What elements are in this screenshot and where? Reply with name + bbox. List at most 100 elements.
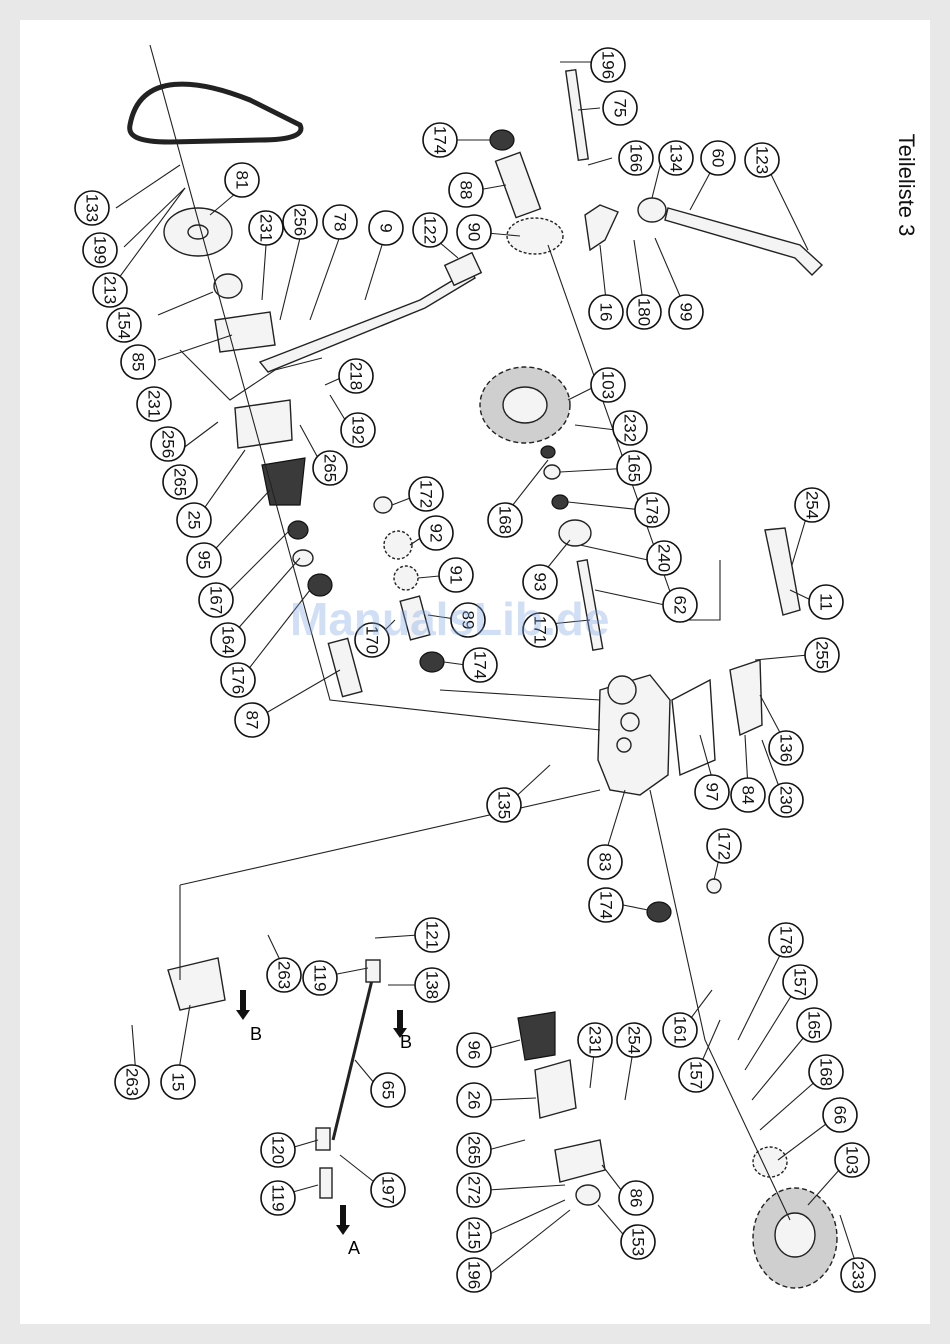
bearing [307, 573, 333, 597]
callout-circle [662, 587, 698, 623]
callout-254: 254 [794, 487, 830, 523]
callout-number: 157 [791, 968, 810, 996]
callout-number: 232 [621, 414, 640, 442]
callout-number: 81 [233, 171, 252, 190]
callout-circle [448, 172, 484, 208]
callout-circle [768, 782, 804, 818]
callout-circle [370, 1072, 406, 1108]
callout-number: 86 [627, 1189, 646, 1208]
callout-circle [260, 1132, 296, 1168]
callout-number: 174 [597, 891, 616, 919]
callout-240: 240 [646, 540, 682, 576]
callout-9: 9 [368, 210, 404, 246]
callout-number: 103 [843, 1146, 862, 1174]
callout-circle [808, 1054, 844, 1090]
callout-number: 231 [257, 214, 276, 242]
callout-number: 88 [457, 181, 476, 200]
callout-number: 167 [207, 586, 226, 614]
callout-number: 62 [671, 596, 690, 615]
pinion-gear [383, 530, 413, 560]
callout-number: 153 [629, 1228, 648, 1256]
callout-number: 83 [596, 853, 615, 872]
callout-16: 16 [588, 294, 624, 330]
callout-number: 92 [427, 524, 446, 543]
callout-123: 123 [744, 142, 780, 178]
bracket-plate [764, 527, 801, 616]
bushing [213, 273, 243, 299]
shift-fork [584, 204, 619, 252]
callout-circle [120, 344, 156, 380]
callout-circle [487, 502, 523, 538]
callout-circle [620, 1224, 656, 1260]
callout-circle [462, 647, 498, 683]
callout-121: 121 [414, 917, 450, 953]
callout-number: 99 [677, 303, 696, 322]
callout-number: 265 [321, 454, 340, 482]
callout-215: 215 [456, 1217, 492, 1253]
callout-number: 254 [803, 491, 822, 519]
callout-number: 192 [349, 416, 368, 444]
callout-91: 91 [438, 557, 474, 593]
callout-circle [450, 602, 486, 638]
callout-number: 233 [849, 1261, 868, 1289]
callout-number: 168 [496, 506, 515, 534]
callout-65: 65 [370, 1072, 406, 1108]
callout-circle [706, 828, 742, 864]
v-belt [127, 81, 304, 145]
callout-number: 60 [709, 149, 728, 168]
callout-circle [322, 204, 358, 240]
gasket [671, 678, 716, 777]
callout-circle [794, 487, 830, 523]
upper-bracket [214, 311, 276, 353]
callout-circle [804, 637, 840, 673]
callout-circle [456, 214, 492, 250]
callout-256: 256 [150, 426, 186, 462]
sheet-title: Teileliste 3 [894, 133, 919, 237]
callout-number: 165 [805, 1011, 824, 1039]
callout-circle [616, 450, 652, 486]
input-shaft [327, 637, 363, 698]
bearing-small [373, 496, 393, 514]
shift-lever [258, 269, 476, 373]
callout-92: 92 [418, 515, 454, 551]
callout-circle [438, 557, 474, 593]
callout-135: 135 [486, 787, 522, 823]
callout-circle [588, 887, 624, 923]
rod [564, 68, 590, 162]
callout-number: 176 [229, 666, 248, 694]
callout-75: 75 [602, 90, 638, 126]
arrow-marker-b2: B [393, 1010, 412, 1052]
callout-circle [412, 212, 448, 248]
callout-circle [634, 492, 670, 528]
callout-122: 122 [412, 212, 448, 248]
callout-number: 196 [599, 51, 618, 79]
callout-circle [626, 294, 662, 330]
callout-255: 255 [804, 637, 840, 673]
callout-231: 231 [136, 386, 172, 422]
callout-circle [602, 90, 638, 126]
callout-number: 240 [655, 544, 674, 572]
dust-cover [517, 1011, 556, 1061]
callout-90: 90 [456, 214, 492, 250]
callout-157: 157 [678, 1057, 714, 1093]
callout-number: 95 [195, 551, 214, 570]
callout-196: 196 [590, 47, 626, 83]
callout-circle [616, 1022, 652, 1058]
callout-197: 197 [370, 1172, 406, 1208]
spring-coupling [637, 197, 667, 223]
bearing [646, 901, 672, 923]
svg-text:B: B [400, 1032, 412, 1052]
callout-25: 25 [176, 502, 212, 538]
callout-number: 26 [465, 1091, 484, 1110]
callout-number: 9 [377, 223, 396, 232]
axle-shaft [576, 559, 604, 651]
callout-254: 254 [616, 1022, 652, 1058]
callout-circle [106, 307, 142, 343]
callout-circle [198, 582, 234, 618]
callout-78: 78 [322, 204, 358, 240]
callout-161: 161 [662, 1012, 698, 1048]
callout-196: 196 [456, 1257, 492, 1293]
callout-circle [186, 542, 222, 578]
callout-157: 157 [782, 964, 818, 1000]
